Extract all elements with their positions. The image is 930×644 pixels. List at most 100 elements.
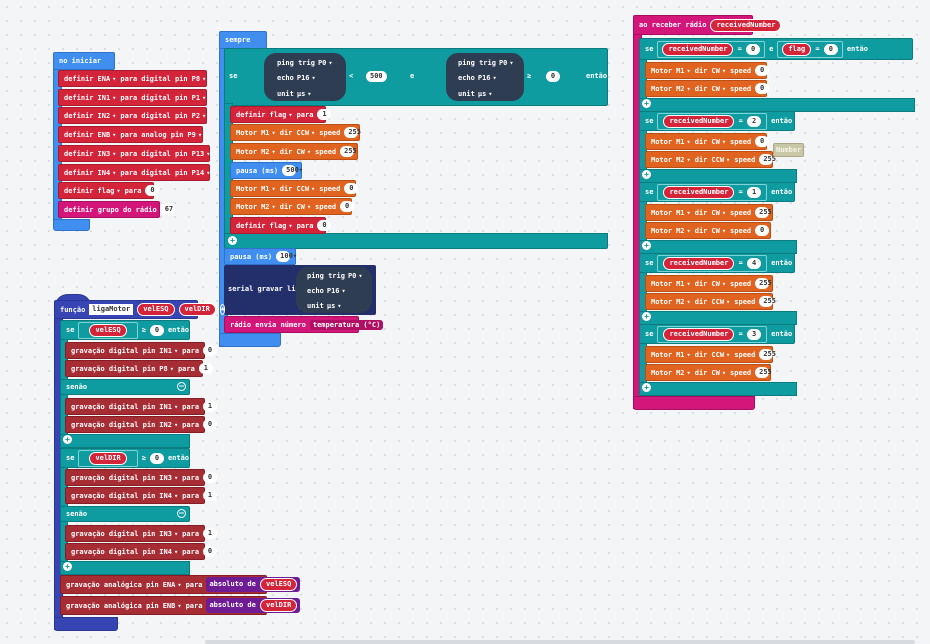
gte-op[interactable]: ≥ <box>141 326 146 334</box>
echo-dropdown[interactable]: P16 <box>327 287 346 295</box>
var-dropdown[interactable]: flag <box>270 222 293 230</box>
var-reporter[interactable]: receivedNumber <box>663 185 735 199</box>
pin-dropdown[interactable]: ENB <box>163 602 182 610</box>
horizontal-scrollbar[interactable] <box>205 640 915 644</box>
var-dropdown[interactable]: IN4 <box>98 169 117 177</box>
motor-block[interactable]: MotorM1dirCCWspeed255 <box>645 346 776 363</box>
radio-send-number[interactable]: rádio envia número temperatura (°C) <box>224 316 384 333</box>
param-veldir[interactable]: velDIR <box>178 303 216 316</box>
number-input[interactable]: 0 <box>755 225 770 236</box>
dir-dropdown[interactable]: CW <box>711 280 726 288</box>
number-input[interactable]: 255 <box>344 127 361 138</box>
dir-dropdown[interactable]: CW <box>296 203 311 211</box>
else-row[interactable]: senão <box>60 506 190 522</box>
motor-block[interactable]: MotorM2dirCCWspeed255 <box>645 151 776 168</box>
motor-dropdown[interactable]: M1 <box>676 209 691 217</box>
number-input[interactable]: 255 <box>759 154 776 165</box>
motor-dropdown[interactable]: M2 <box>676 156 691 164</box>
param-velesq[interactable]: velESQ <box>137 303 175 316</box>
and-op[interactable]: e <box>769 45 774 53</box>
eq-op[interactable]: = <box>738 116 743 125</box>
eq-op[interactable]: = <box>738 329 743 338</box>
var-dropdown[interactable]: ENB <box>98 131 117 139</box>
motor-block[interactable]: MotorM1dirCWspeed0 <box>645 62 770 79</box>
digital-write-block[interactable]: gravação digital pin IN4 para 0 <box>65 543 218 560</box>
on-start-header[interactable]: no iniciar <box>53 52 115 70</box>
number-input[interactable]: 0 <box>340 201 355 212</box>
dir-dropdown[interactable]: CCW <box>296 129 315 137</box>
dir-dropdown[interactable]: CW <box>711 85 726 93</box>
unit-dropdown[interactable]: µs <box>327 302 342 310</box>
number-input[interactable]: 255 <box>759 296 776 307</box>
eq-op[interactable]: = <box>738 258 743 267</box>
if-case-1[interactable]: se receivedNumber = 1 então <box>639 182 795 202</box>
set-pin-in2[interactable]: definir IN2 para digital pin P2 <box>58 107 207 124</box>
add-else-icon[interactable]: + <box>63 435 72 444</box>
number-input[interactable]: 1 <box>317 109 332 120</box>
digital-write-block[interactable]: gravação digital pin P8 para 1 <box>65 360 213 377</box>
var-dropdown[interactable]: IN2 <box>98 112 117 120</box>
dir-dropdown[interactable]: CW <box>711 227 726 235</box>
motor-block[interactable]: Motor M2 dir CW speed 255 <box>230 143 358 160</box>
motor-dropdown[interactable]: M2 <box>676 369 691 377</box>
trig-dropdown[interactable]: P0 <box>318 59 333 67</box>
unit-dropdown[interactable]: µs <box>478 90 493 98</box>
add-else-icon[interactable]: + <box>642 99 651 108</box>
number-input[interactable]: 0 <box>203 345 218 356</box>
number-input[interactable]: 0 <box>546 71 560 82</box>
set-pin-in1[interactable]: definir IN1 para digital pin P1 <box>58 89 207 106</box>
if-veldir-block[interactable]: se velDIR ≥ 0 então <box>60 448 190 468</box>
number-input[interactable]: 255 <box>759 349 776 360</box>
set-pin-enb[interactable]: definir ENB para analog pin P9 <box>58 126 203 143</box>
number-input[interactable]: 1 <box>198 363 213 374</box>
set-flag[interactable]: definir flag para 0 <box>58 182 160 199</box>
number-input[interactable]: 67 <box>160 204 175 215</box>
trig-dropdown[interactable]: P0 <box>499 59 514 67</box>
add-else-icon[interactable]: + <box>642 383 651 392</box>
motor-dropdown[interactable]: M1 <box>261 185 276 193</box>
pause-dropdown[interactable]: 500 <box>282 165 299 176</box>
pin-dropdown[interactable]: P8 <box>159 365 174 373</box>
received-number-param[interactable]: receivedNumber <box>710 18 782 32</box>
motor-block[interactable]: MotorM2dirCWspeed0 <box>645 222 771 239</box>
motor-block[interactable]: MotorM2dirCCWspeed255 <box>645 293 776 310</box>
number-input[interactable]: 0 <box>344 183 359 194</box>
var-reporter[interactable]: flag <box>782 42 812 56</box>
pin-dropdown[interactable]: IN4 <box>159 548 178 556</box>
var-reporter[interactable]: receivedNumber <box>663 114 735 128</box>
digital-write-block[interactable]: gravação digital pin IN3 para 0 <box>65 469 218 486</box>
digital-write-block[interactable]: gravação digital pin IN1 para 1 <box>65 398 218 415</box>
dir-dropdown[interactable]: CCW <box>711 156 730 164</box>
trig-dropdown[interactable]: P0 <box>348 272 363 280</box>
function-header[interactable]: função ligaMotor velESQ velDIR ▲ <box>54 300 226 319</box>
number-input[interactable]: 3 <box>747 328 762 340</box>
number-input[interactable]: 255 <box>755 278 772 289</box>
motor-dropdown[interactable]: M1 <box>676 280 691 288</box>
abs-reporter[interactable]: absoluto de velESQ <box>206 577 301 592</box>
number-input[interactable]: 0 <box>755 83 770 94</box>
add-else-icon[interactable]: + <box>642 170 651 179</box>
motor-block[interactable]: MotorM2dirCWspeed0 <box>645 80 770 97</box>
digital-write-block[interactable]: gravação digital pin IN3 para 1 <box>65 525 218 542</box>
number-input[interactable]: 0 <box>149 452 164 464</box>
dir-dropdown[interactable]: CW <box>711 369 726 377</box>
function-name-input[interactable]: ligaMotor <box>89 304 134 315</box>
dir-dropdown[interactable]: CCW <box>711 351 730 359</box>
pin-dropdown[interactable]: IN1 <box>159 347 178 355</box>
pin-dropdown[interactable]: IN3 <box>159 530 178 538</box>
number-input[interactable]: 500 <box>366 71 387 82</box>
number-input[interactable]: 0 <box>203 419 218 430</box>
pin-dropdown[interactable]: P2 <box>192 112 207 120</box>
number-input[interactable]: 1 <box>203 401 218 412</box>
motor-dropdown[interactable]: M1 <box>676 138 691 146</box>
eq-op[interactable]: = <box>738 187 743 196</box>
remove-else-icon[interactable]: – <box>177 509 186 518</box>
pause-dropdown[interactable]: 100 <box>276 251 293 262</box>
dir-dropdown[interactable]: CCW <box>296 185 315 193</box>
ghost-block[interactable]: Number <box>773 143 804 157</box>
pin-dropdown[interactable]: P1 <box>192 94 207 102</box>
motor-dropdown[interactable]: M2 <box>261 148 276 156</box>
remove-else-icon[interactable]: – <box>177 382 186 391</box>
